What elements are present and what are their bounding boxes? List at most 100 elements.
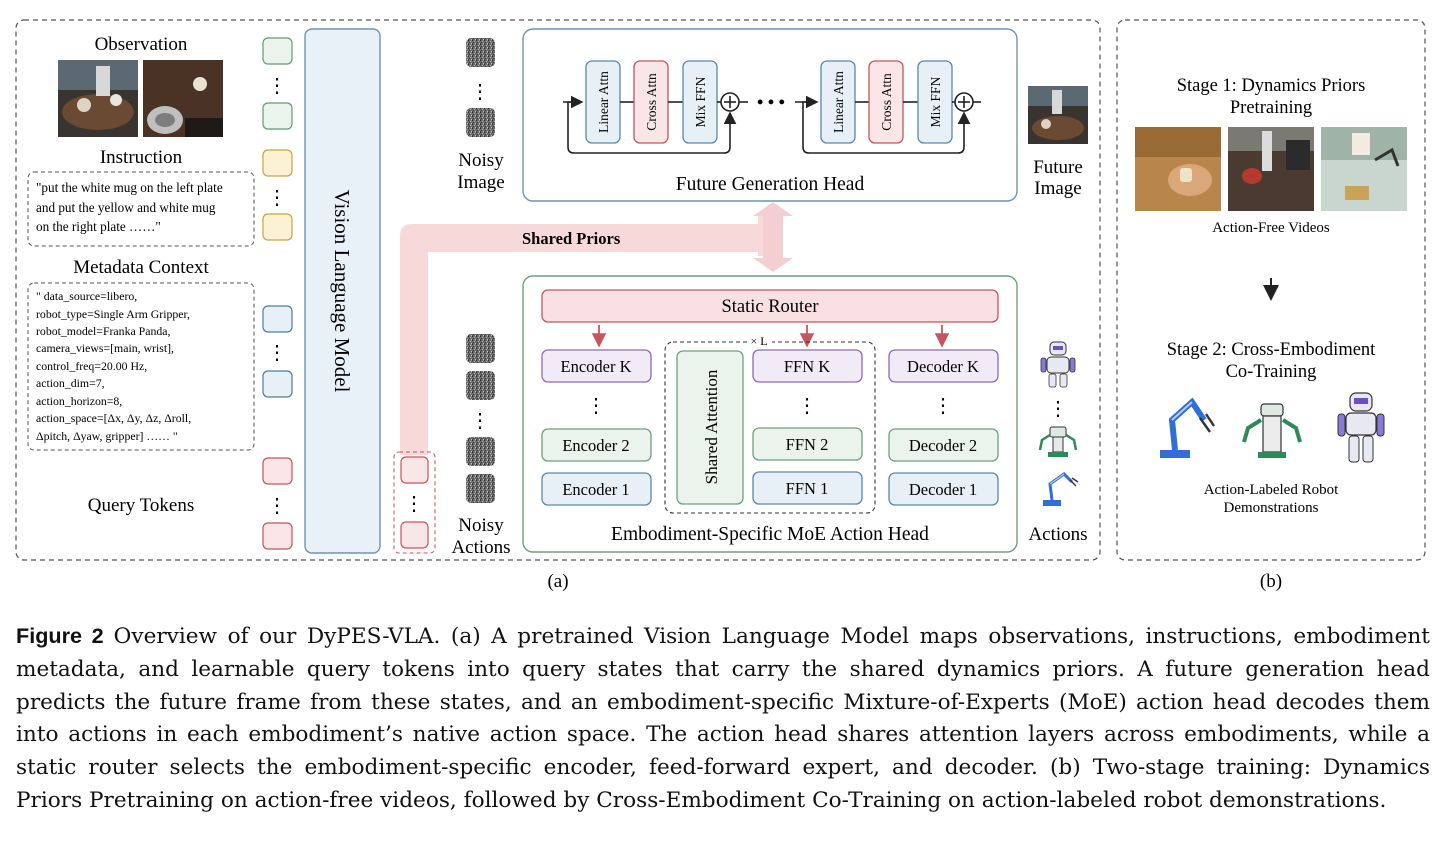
encoder-1-label: Encoder 1 — [562, 480, 629, 499]
stage1-title-2: Pretraining — [1230, 98, 1312, 118]
token-red — [262, 522, 293, 550]
token-yellow — [262, 149, 293, 177]
cross-attn-label: Cross Attn — [879, 73, 894, 131]
ellipsis-dots: • • • — [757, 92, 785, 112]
video-frame-robot — [1228, 127, 1314, 211]
noisy-action-patch — [466, 334, 495, 363]
noisy-action-patch — [466, 474, 495, 503]
humanoid-robot-icon — [1337, 392, 1385, 463]
ffn-2-label: FFN 2 — [786, 435, 829, 454]
svg-text:⋮: ⋮ — [797, 395, 817, 417]
repeat-label: × L — [750, 334, 767, 348]
vlm-block — [304, 28, 381, 554]
decoder-1 — [888, 472, 999, 506]
svg-text:⋮: ⋮ — [267, 495, 287, 517]
decoder-k-label: Decoder K — [907, 357, 979, 376]
decoder-1-label: Decoder 1 — [909, 480, 977, 499]
future-head-title: Future Generation Head — [676, 174, 865, 195]
instruction-label: Instruction — [100, 147, 183, 168]
future-image-label-2: Image — [1034, 178, 1081, 199]
token-blue — [262, 305, 293, 333]
encoder-1 — [541, 472, 652, 506]
cross-attn-label: Cross Attn — [644, 73, 659, 131]
svg-text:⋮: ⋮ — [1048, 398, 1068, 420]
svg-text:⋮: ⋮ — [267, 187, 287, 209]
caption-text: Overview of our DyPES-VLA. (a) A pretrai… — [16, 624, 1430, 813]
video-frame-table — [1321, 127, 1407, 211]
linear-attn-label: Linear Attn — [831, 71, 846, 133]
ffn-k-label: FFN K — [784, 357, 830, 376]
shared-attention-block — [676, 350, 744, 505]
noisy-image-label-1: Noisy — [458, 150, 504, 171]
svg-text:⋮: ⋮ — [470, 410, 490, 432]
metadata-line-7: action_horizon=8, — [36, 394, 122, 408]
decoder-2-label: Decoder 2 — [909, 436, 977, 455]
token-green — [262, 37, 293, 65]
noisy-action-patch — [466, 437, 495, 466]
metadata-box — [27, 282, 255, 451]
static-router — [541, 289, 999, 323]
moe-action-head — [522, 275, 1018, 553]
metadata-line-1: " data_source=libero, — [36, 289, 137, 303]
panel-a-sublabel: (a) — [547, 571, 568, 592]
dual-arm-robot-icon — [1038, 426, 1078, 457]
stage1-title-1: Stage 1: Dynamics Priors — [1177, 76, 1366, 96]
instruction-line-2: and put the yellow and white mug — [36, 200, 216, 215]
metadata-line-6: action_dim=7, — [36, 376, 105, 390]
videos-label: Action-Free Videos — [1212, 220, 1330, 236]
instruction-line-3: on the right plate ……" — [36, 219, 161, 234]
shared-attention-label: Shared Attention — [702, 369, 721, 484]
encoder-2-label: Encoder 2 — [562, 436, 629, 455]
linear-attn-label: Linear Attn — [596, 71, 611, 133]
demos-label-2: Demonstrations — [1224, 500, 1319, 516]
panel-b-sublabel: (b) — [1260, 571, 1282, 592]
figure-diagram: Observation Instruction "put the white m… — [15, 19, 1426, 592]
noisy-image-label-2: Image — [457, 172, 504, 193]
ffn-k — [752, 349, 863, 383]
stage2-title-2: Co-Training — [1226, 362, 1317, 382]
encoder-k-label: Encoder K — [560, 357, 631, 376]
future-image — [1028, 86, 1088, 144]
noisy-image-patch — [466, 108, 495, 137]
svg-text:⋮: ⋮ — [404, 493, 424, 515]
robot-arm-icon — [1160, 397, 1215, 458]
metadata-line-9: Δpitch, Δyaw, gripper] …… " — [36, 429, 178, 443]
future-generation-head — [522, 28, 1018, 202]
dual-arm-robot-icon — [1242, 403, 1302, 458]
shared-priors-double-arrow — [753, 202, 793, 272]
metadata-line-3: robot_model=Franka Panda, — [36, 324, 170, 338]
observation-label: Observation — [95, 34, 188, 55]
decoder-k — [888, 349, 999, 383]
robot-arm-icon — [1043, 472, 1079, 506]
actions-label: Actions — [1028, 524, 1087, 545]
moe-head-title: Embodiment-Specific MoE Action Head — [611, 524, 929, 545]
noisy-actions-label-2: Actions — [451, 537, 510, 558]
noisy-action-patch — [466, 371, 495, 400]
metadata-line-5: control_freq=20.00 Hz, — [36, 359, 147, 373]
metadata-line-2: robot_type=Single Arm Gripper, — [36, 307, 190, 321]
vlm-label: Vision Language Model — [330, 190, 354, 393]
encoder-k — [541, 349, 652, 383]
demos-label-1: Action-Labeled Robot — [1204, 482, 1339, 498]
ffn-2 — [752, 427, 863, 461]
token-column: ⋮ ⋮ ⋮ ⋮ — [262, 37, 293, 550]
query-state-token — [400, 521, 429, 549]
stage2-title-1: Stage 2: Cross-Embodiment — [1167, 340, 1376, 360]
noisy-actions-label-1: Noisy — [458, 515, 504, 536]
observation-image-main — [58, 60, 138, 137]
metadata-line-4: camera_views=[main, wrist], — [36, 341, 174, 355]
token-blue — [262, 370, 293, 398]
query-states-box — [393, 451, 436, 554]
svg-text:⋮: ⋮ — [933, 395, 953, 417]
metadata-label: Metadata Context — [73, 257, 209, 278]
panel-a-border — [15, 19, 1101, 561]
token-green — [262, 102, 293, 130]
instruction-box — [27, 171, 255, 247]
ffn-1-label: FFN 1 — [786, 479, 829, 498]
svg-text:⋮: ⋮ — [267, 75, 287, 97]
token-red — [262, 457, 293, 485]
ffn-1 — [752, 471, 863, 505]
metadata-line-8: action_space=[Δx, Δy, Δz, Δroll, — [36, 411, 191, 425]
shared-priors-band — [400, 216, 772, 455]
video-frame-hand — [1135, 127, 1221, 211]
